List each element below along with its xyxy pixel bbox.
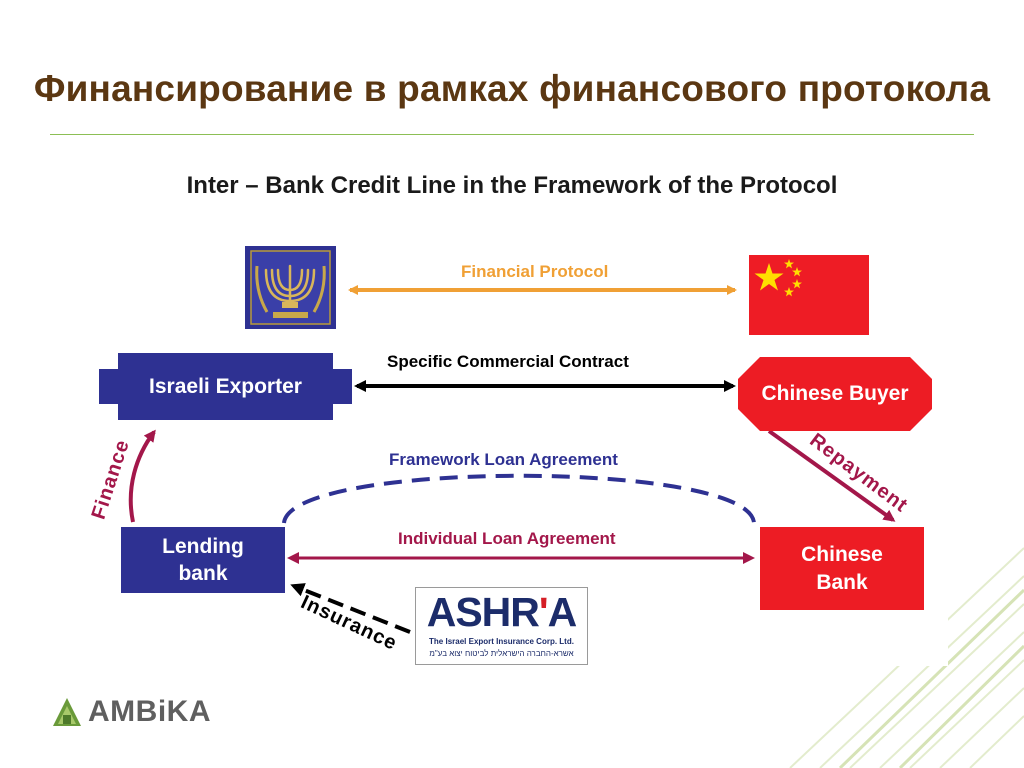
framework-loan-dashed-arc: [282, 473, 756, 524]
ashra-logo: ASHR'A The Israel Export Insurance Corp.…: [415, 587, 588, 665]
israeli-exporter-node: Israeli Exporter: [99, 353, 352, 420]
ambika-wordmark: AMBiKA: [88, 695, 211, 728]
china-flag-icon: [749, 255, 869, 335]
israeli-exporter-label: Israeli Exporter: [149, 374, 302, 398]
ashra-wordmark: ASHR'A: [426, 589, 578, 635]
ambika-logo: AMBiKA: [52, 692, 211, 732]
slide-title: Финансирование в рамках финансового прот…: [33, 68, 991, 109]
lending-bank-node: Lending bank: [121, 527, 285, 593]
chinese-buyer-label: Chinese Buyer: [761, 382, 909, 406]
diagram-heading: Inter – Bank Credit Line in the Framewor…: [186, 172, 838, 199]
title-divider: [50, 134, 974, 135]
ambika-mark-icon: [53, 698, 81, 726]
repayment-arrow: [767, 429, 896, 522]
insurance-dashed-arrow: [290, 583, 411, 634]
chinese-buyer-node: Chinese Buyer: [738, 357, 932, 431]
chinese-bank-node: Chinese Bank: [760, 527, 924, 610]
framework-loan-label: Framework Loan Agreement: [389, 450, 618, 469]
ashra-subtitle: The Israel Export Insurance Corp. Ltd.: [429, 637, 574, 646]
ashra-hebrew-line: אשרא-החברה הישראלית לביטוח יצוא בע"מ: [429, 649, 574, 658]
israel-emblem-icon: [245, 246, 336, 329]
commercial-contract-label: Specific Commercial Contract: [387, 352, 629, 371]
finance-arrow: [128, 429, 156, 523]
individual-loan-label: Individual Loan Agreement: [398, 529, 616, 548]
financial-protocol-label: Financial Protocol: [461, 262, 609, 281]
